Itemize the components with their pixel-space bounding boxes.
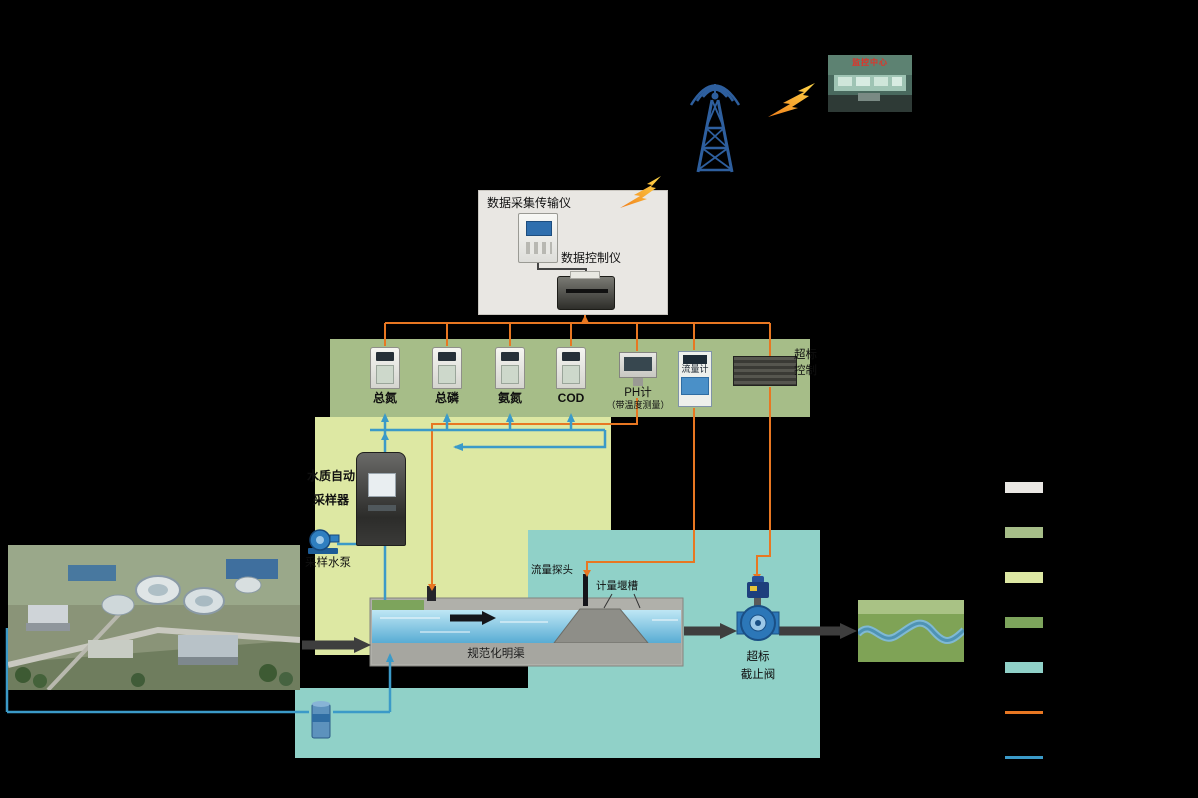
data-box-title: 数据采集传输仪 (487, 196, 572, 210)
flow-meter-label: 流量计 (681, 364, 709, 374)
legend-swatch-gray (1005, 482, 1043, 493)
analyzer-label-tp: 总磷 (434, 391, 459, 405)
flow-meter-device: 流量计 (678, 351, 712, 407)
auto-sampler-device (356, 452, 406, 546)
data-controller-label: 数据控制仪 (561, 251, 622, 265)
analyzer-screen (438, 352, 456, 361)
legend-swatch-green (1005, 527, 1043, 538)
lightning-icon-top (768, 83, 815, 117)
printer-slot (566, 289, 608, 293)
analyzer-total-nitrogen (370, 347, 400, 389)
overflow-controller-device (733, 356, 797, 386)
ph-meter-note: （带温度测量） (606, 400, 670, 410)
analyzer-door (562, 365, 580, 384)
datalogger-keys (526, 242, 552, 254)
printer-paper (570, 271, 600, 279)
legend-line-orange (1005, 711, 1043, 714)
flow-meter-screen (683, 355, 707, 364)
analyzer-screen (376, 352, 394, 361)
ph-meter-screen (624, 357, 652, 371)
shutoff-valve-label-2: 截止阀 (740, 669, 776, 681)
river-photo (858, 600, 964, 662)
analyzer-door (438, 365, 456, 384)
region-return-teal (295, 688, 528, 758)
flow-probe-label: 流量探头 (531, 564, 573, 576)
datalogger-screen (526, 221, 552, 236)
sampler-label-1: 水质自动 (306, 469, 355, 483)
ph-meter-device (619, 352, 657, 386)
datalogger-device (518, 213, 558, 263)
channel-label: 规范化明渠 (467, 648, 525, 660)
monitoring-center-photo: 监控中心 (828, 55, 912, 112)
overflow-controller-label-1: 超标 (794, 349, 817, 361)
weir-label: 计量堰槽 (596, 580, 638, 592)
analyzer-screen (562, 352, 580, 361)
legend-swatch-yellow-green (1005, 572, 1043, 583)
treatment-plant-photo (8, 545, 300, 690)
flow-meter-body (681, 376, 709, 395)
sampler-slot (368, 505, 396, 511)
analyzer-total-phosphorus (432, 347, 462, 389)
legend-line-blue (1005, 756, 1043, 759)
sampler-window (368, 473, 396, 497)
analyzer-ammonia (495, 347, 525, 389)
sampling-pump-label: 采样水泵 (305, 557, 351, 569)
analyzer-cod (556, 347, 586, 389)
overflow-controller-label-2: 控制 (794, 365, 817, 377)
monitoring-center-label: 监控中心 (852, 58, 888, 67)
analyzer-screen (501, 352, 519, 361)
legend-swatch-dark-green (1005, 617, 1043, 628)
analyzer-door (501, 365, 519, 384)
analyzer-door (376, 365, 394, 384)
ph-meter-label: PH计 (624, 387, 652, 399)
radio-tower-icon (689, 84, 741, 173)
data-controller-device (557, 271, 615, 310)
analyzer-label-tn: 总氮 (372, 391, 397, 405)
analyzer-label-nh: 氨氮 (497, 391, 522, 405)
legend-swatch-teal (1005, 662, 1043, 673)
shutoff-valve-label-1: 超标 (746, 651, 770, 663)
sampler-label-2: 采样器 (312, 493, 349, 507)
